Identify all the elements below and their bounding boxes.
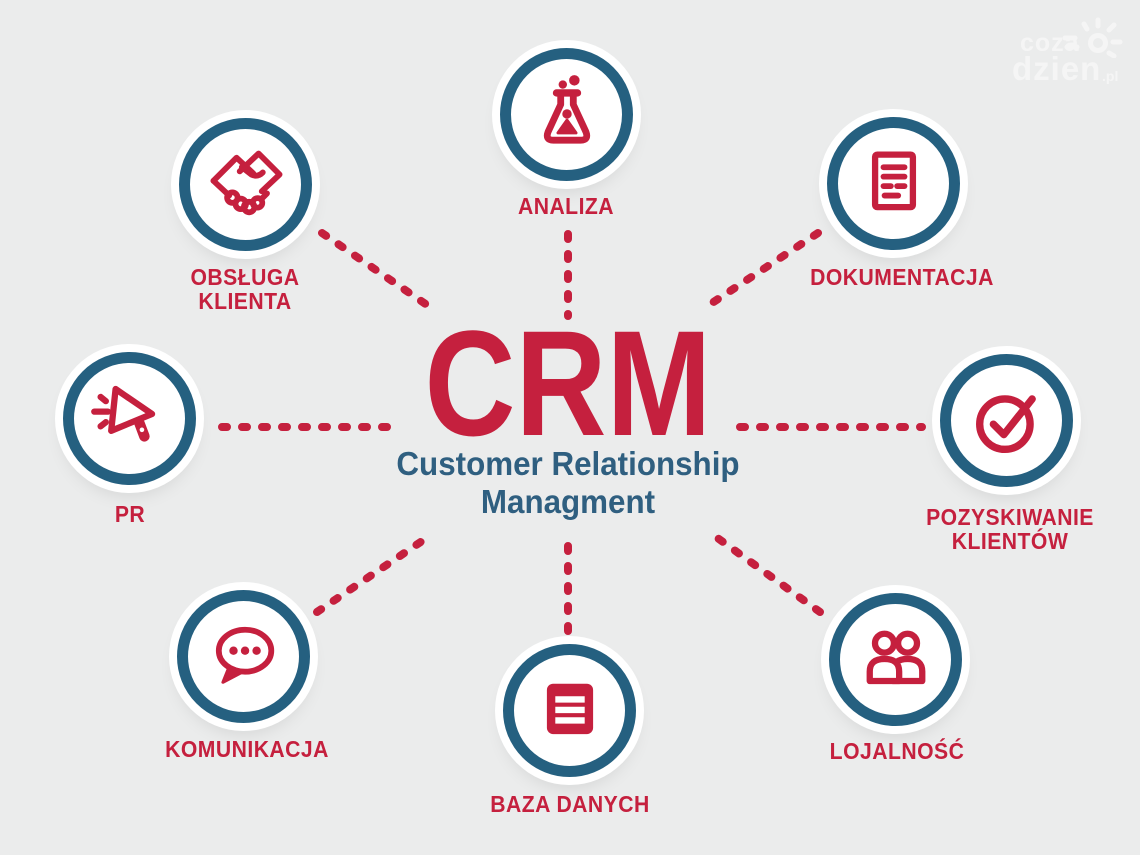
label-obsluga-klienta: OBSŁUGA KLIENTA xyxy=(190,264,300,315)
node-komunikacja xyxy=(177,590,310,723)
node-analiza xyxy=(500,48,633,181)
document-icon xyxy=(871,150,916,210)
center-title: CRM xyxy=(424,299,712,467)
node-baza-danych xyxy=(503,644,636,777)
center-subtitle-line1: Customer Relationship xyxy=(396,445,740,482)
label-lojalnosc: LOJALNOŚĆ xyxy=(829,738,965,764)
center-subtitle-line2: Managment xyxy=(480,482,656,520)
connector-bottom-right xyxy=(708,530,824,616)
label-baza-danych: BAZA DANYCH xyxy=(490,791,650,817)
database-icon xyxy=(546,683,593,734)
label-analiza: ANALIZA xyxy=(517,193,615,219)
label-pozyskiwanie-klientow: POZYSKIWANIE KLIENTÓW xyxy=(926,504,1094,555)
watermark-tld: .pl xyxy=(1102,68,1119,84)
watermark-line2: dzien xyxy=(1012,50,1102,87)
people-icon xyxy=(866,630,925,684)
watermark-line1: coza xyxy=(1020,29,1080,57)
node-pozyskiwanie-klientow xyxy=(940,354,1073,487)
flask-icon xyxy=(543,74,590,144)
check-circle-icon xyxy=(975,394,1036,453)
node-obsluga-klienta xyxy=(179,118,312,251)
megaphone-icon xyxy=(90,385,155,442)
node-lojalnosc xyxy=(829,593,962,726)
connector-bottom-left xyxy=(313,533,432,616)
sun-icon xyxy=(1062,17,1123,58)
node-pr xyxy=(63,352,196,485)
handshake-icon xyxy=(210,150,282,215)
label-dokumentacja: DOKUMENTACJA xyxy=(810,264,994,290)
center-subtitle: Customer Relationship Managment xyxy=(331,445,806,521)
watermark-logo: coza dzien .pl xyxy=(1003,12,1137,87)
speech-bubble-icon xyxy=(215,626,274,684)
node-dokumentacja xyxy=(827,117,960,250)
label-pr: PR xyxy=(114,501,146,527)
label-komunikacja: KOMUNIKACJA xyxy=(165,736,329,762)
